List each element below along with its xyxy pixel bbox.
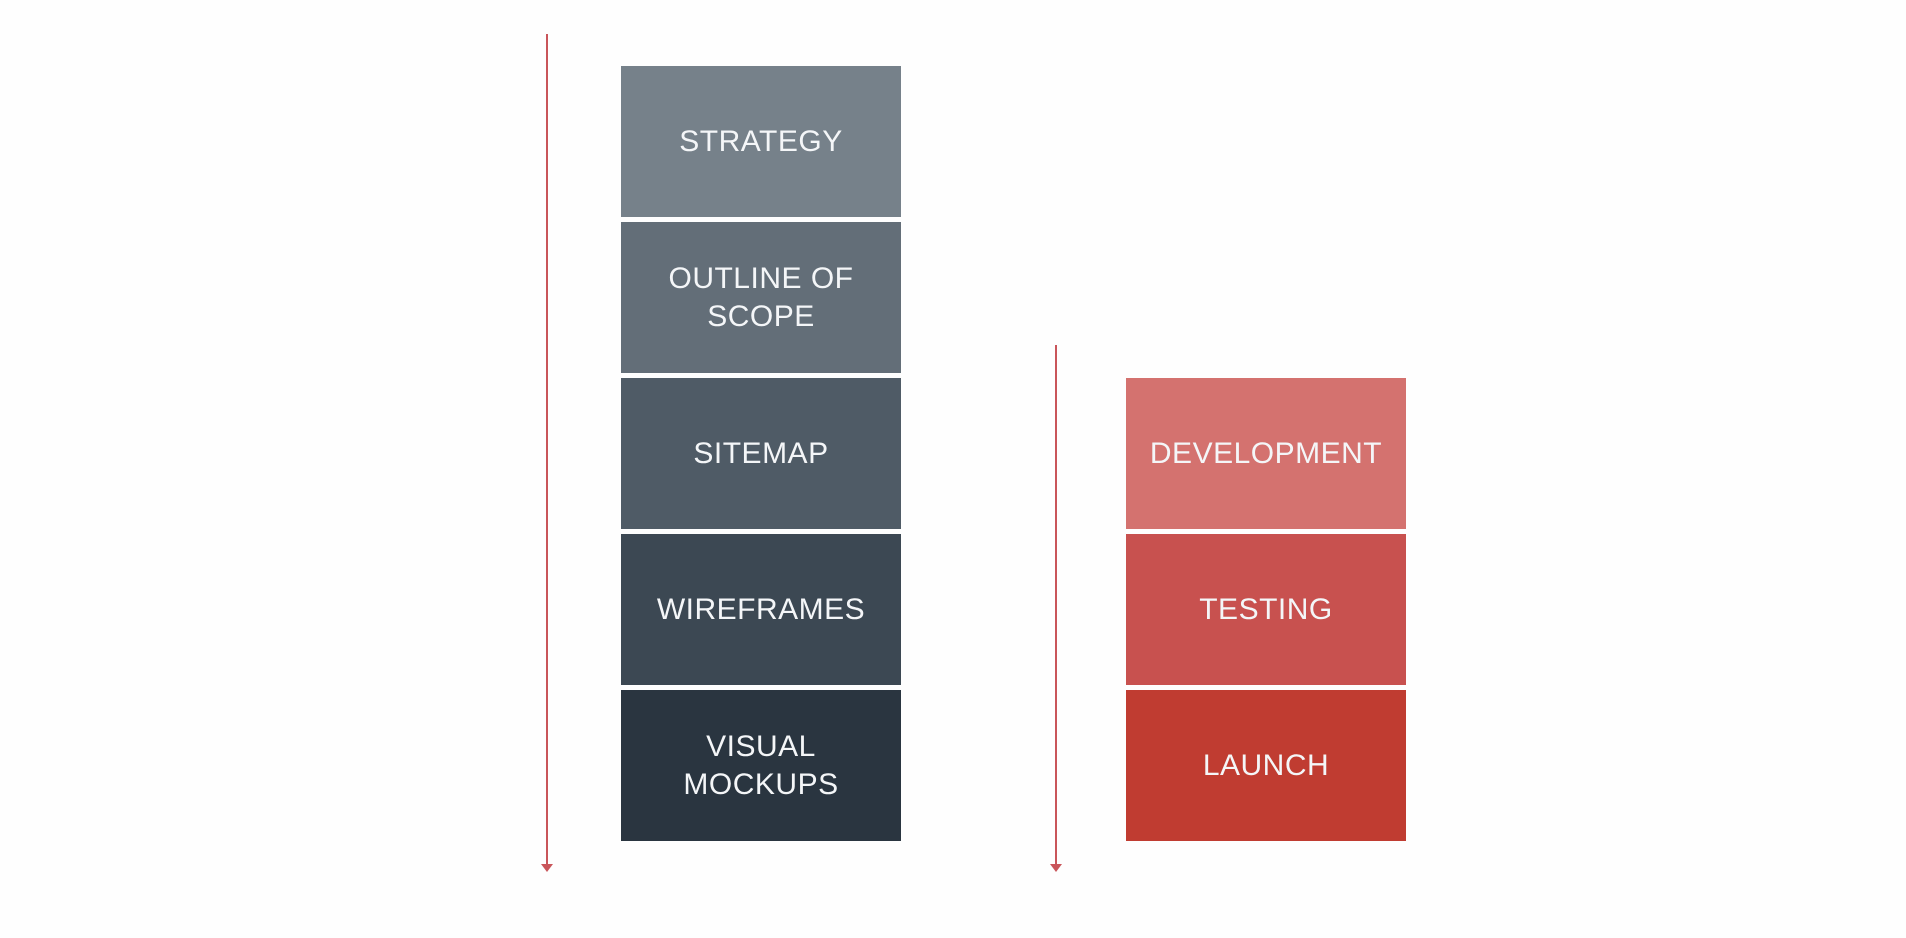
- step-strategy: STRATEGY: [621, 66, 901, 217]
- step-label: LAUNCH: [1202, 748, 1330, 782]
- step-label: WIREFRAMES: [656, 592, 866, 626]
- step-label: STRATEGY: [679, 124, 843, 158]
- step-label: DEVELOPMENT: [1149, 436, 1383, 470]
- step-label: SITEMAP: [693, 436, 829, 470]
- build-phase-stack: DEVELOPMENT TESTING LAUNCH: [1126, 378, 1406, 841]
- right-flow-arrow: [1050, 345, 1062, 872]
- step-wireframes: WIREFRAMES: [621, 534, 901, 685]
- step-label: TESTING: [1199, 592, 1333, 626]
- step-label: VISUAL MOCKUPS: [683, 729, 839, 801]
- step-outline-of-scope: OUTLINE OF SCOPE: [621, 222, 901, 373]
- step-launch: LAUNCH: [1126, 690, 1406, 841]
- design-phase-stack: STRATEGY OUTLINE OF SCOPE SITEMAP WIREFR…: [621, 66, 901, 841]
- step-visual-mockups: VISUAL MOCKUPS: [621, 690, 901, 841]
- step-testing: TESTING: [1126, 534, 1406, 685]
- step-development: DEVELOPMENT: [1126, 378, 1406, 529]
- step-sitemap: SITEMAP: [621, 378, 901, 529]
- step-label: OUTLINE OF SCOPE: [668, 261, 854, 333]
- left-flow-arrow: [541, 34, 553, 872]
